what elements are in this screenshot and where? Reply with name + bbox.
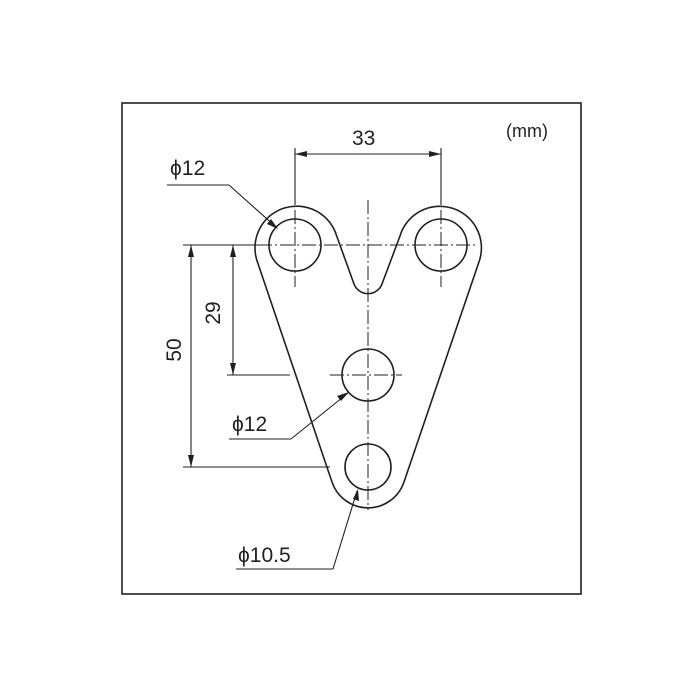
callout-center-label: ϕ12 (232, 413, 267, 436)
extension-lines (183, 244, 330, 468)
center-lines (258, 200, 478, 510)
dimension-33-label: 33 (352, 127, 375, 150)
callout-center-leader (229, 392, 349, 440)
plate-outline (254, 205, 483, 509)
dimension-29-label: 29 (202, 301, 225, 324)
dimension-29 (230, 245, 236, 375)
callout-top-left-label: ϕ12 (170, 157, 205, 180)
units-label: (mm) (506, 121, 548, 141)
dimension-50-label: 50 (163, 338, 186, 361)
callout-top-left-leader (167, 184, 278, 229)
drawing-frame (121, 102, 582, 595)
callout-bottom-leader (236, 489, 359, 570)
dimension-50 (188, 245, 194, 467)
callout-bottom-label: ϕ10.5 (238, 544, 291, 567)
dimension-33 (294, 148, 442, 205)
